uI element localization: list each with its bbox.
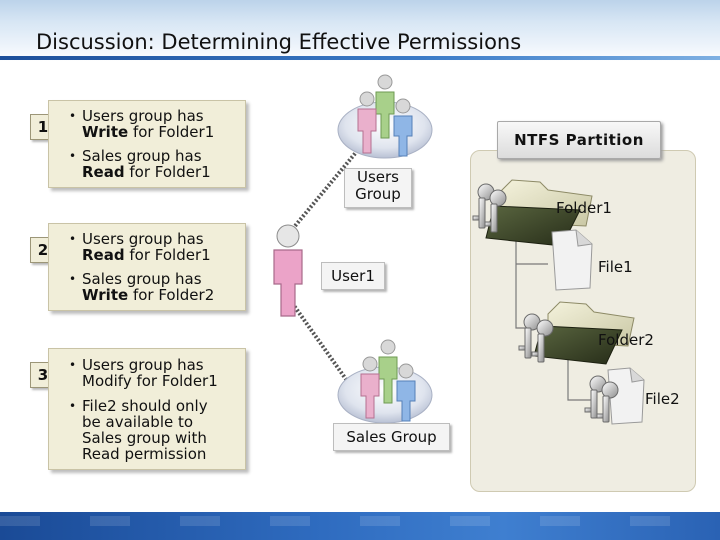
key-icon (518, 313, 554, 363)
folder1-label: Folder1 (556, 199, 612, 217)
bullet-line: Sales group has (82, 147, 202, 165)
bullet-line: Users group has (82, 230, 204, 248)
user1-label: User1 (321, 262, 385, 290)
bullet-line: Read for Folder1 (82, 164, 211, 180)
file-icon (551, 229, 593, 291)
bullet-dot: • (69, 358, 77, 372)
bullet-rest: for Folder1 (128, 123, 215, 141)
bullet-rest: for Folder1 (124, 163, 211, 181)
bullet-line: Users group has (82, 356, 204, 374)
bullet-line: Read permission (82, 445, 207, 463)
person-pink (357, 91, 377, 154)
bullet-line: File2 should only (82, 397, 208, 415)
bullet-line: Modify for Folder1 (82, 372, 218, 390)
tree-line-folder2 (515, 232, 540, 329)
users-group-label-line: Group (355, 185, 401, 203)
page-title: Discussion: Determining Effective Permis… (36, 30, 522, 54)
scenario-1-note (48, 100, 246, 188)
person-blue (393, 98, 413, 157)
bullet-dot: • (69, 149, 77, 163)
title-bar (0, 0, 720, 62)
bullet-line: Write for Folder2 (82, 287, 214, 303)
bullet-dot: • (69, 232, 77, 246)
person-blue (396, 363, 416, 422)
sales-group-label: Sales Group (333, 423, 450, 451)
bullet-line: Read for Folder1 (82, 247, 211, 263)
folder2-label: Folder2 (598, 331, 654, 349)
users-group-label-line: Users (356, 168, 399, 186)
file-icon (607, 367, 645, 425)
scenario-2-note (48, 223, 246, 311)
person-green (378, 339, 398, 404)
title-underline (0, 56, 720, 60)
footer-bar (0, 512, 720, 540)
bullet-line: be available to (82, 413, 194, 431)
user-icon (273, 224, 303, 317)
bullet-dot: • (69, 109, 77, 123)
scenario-2-bullet-2: • Sales group has Write for Folder2 (69, 270, 214, 303)
file2-label: File2 (645, 390, 680, 408)
bullet-emphasis: Write (82, 123, 129, 141)
bullet-line: Users group has (82, 107, 204, 125)
scenario-3-bullet-1: • Users group has Modify for Folder1 (69, 356, 218, 390)
bullet-line: Sales group with (82, 429, 207, 447)
sales-group-icon (337, 339, 433, 424)
bullet-line: Write for Folder1 (82, 124, 214, 140)
users-group-icon (337, 74, 433, 159)
file1-label: File1 (598, 258, 633, 276)
membership-connectors (288, 148, 360, 394)
connector-to-sales-group (288, 298, 357, 394)
bullet-rest: for Folder2 (128, 286, 215, 304)
bullet-dot: • (69, 399, 77, 413)
folder-icon (533, 301, 635, 365)
person-pink (360, 356, 380, 419)
bullet-emphasis: Write (82, 286, 129, 304)
tree-line-file2 (567, 352, 594, 401)
scenario-3-note (48, 348, 246, 470)
key-icon (584, 375, 619, 423)
scenario-2-bullet-1: • Users group has Read for Folder1 (69, 230, 211, 263)
bullet-dot: • (69, 272, 77, 286)
scenario-1-bullet-2: • Sales group has Read for Folder1 (69, 147, 211, 180)
bullet-rest: for Folder1 (124, 246, 211, 264)
connector-to-users-group (288, 148, 360, 234)
person-green (375, 74, 395, 139)
users-group-label: Users Group (344, 168, 412, 208)
bullet-emphasis: Read (82, 246, 125, 264)
scenario-1-bullet-1: • Users group has Write for Folder1 (69, 107, 214, 140)
bullet-emphasis: Read (82, 163, 125, 181)
scenario-3-bullet-2: • File2 should only be available to Sale… (69, 397, 208, 463)
ntfs-partition-title: NTFS Partition (497, 121, 661, 159)
bullet-line: Sales group has (82, 270, 202, 288)
key-icon (472, 183, 507, 233)
